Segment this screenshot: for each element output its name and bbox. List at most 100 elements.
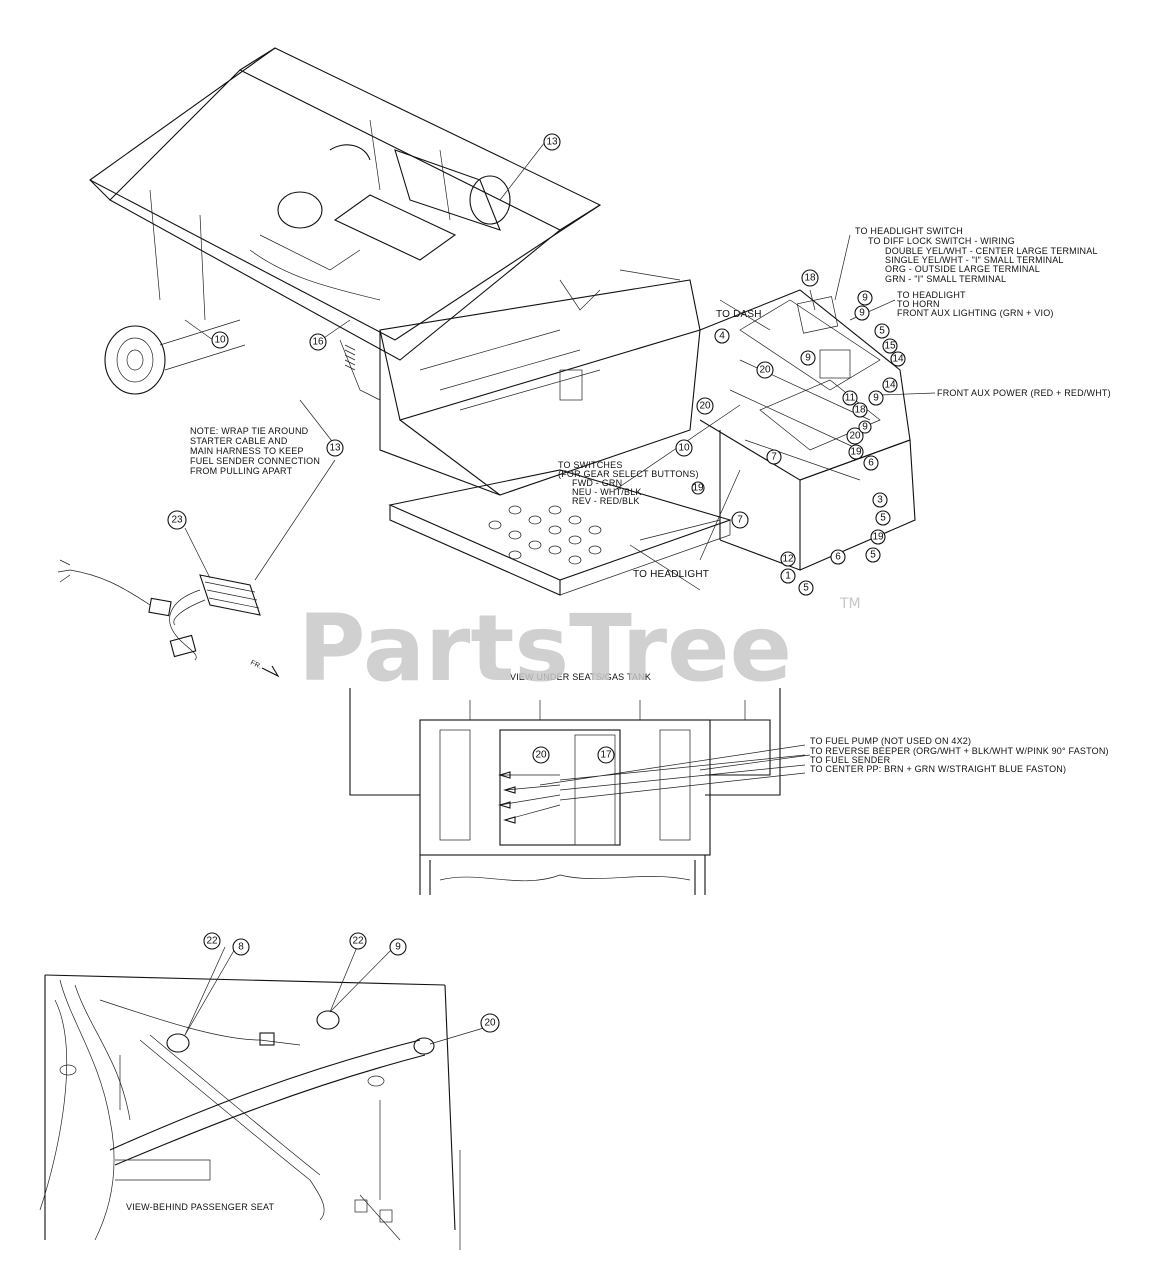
- svg-text:20: 20: [849, 431, 861, 442]
- label-to-switches: TO SWITCHES: [558, 460, 623, 470]
- callout-6b: 6: [830, 549, 846, 565]
- note-line-4: FUEL SENDER CONNECTION: [190, 456, 320, 466]
- callout-18a: 18: [801, 269, 819, 287]
- svg-text:5: 5: [803, 583, 809, 594]
- label-org: ORG - OUTSIDE LARGE TERMINAL: [885, 264, 1040, 274]
- callout-1: 1: [780, 568, 796, 584]
- callout-19c: 19: [691, 481, 705, 495]
- callout-20b: 20: [696, 397, 714, 415]
- callout-20d: 20: [532, 746, 550, 764]
- svg-text:5: 5: [879, 326, 885, 337]
- svg-text:14: 14: [892, 354, 904, 365]
- label-double-yel: DOUBLE YEL/WHT - CENTER LARGE TERMINAL: [885, 246, 1098, 256]
- callout-19a: 19: [848, 444, 864, 460]
- callout-5a: 5: [874, 323, 890, 339]
- label-front-aux-lighting: FRONT AUX LIGHTING (GRN + VIO): [897, 308, 1054, 318]
- svg-text:20: 20: [759, 365, 771, 376]
- label-reverse-beeper: TO REVERSE BEEPER (ORG/WHT + BLK/WHT W/P…: [810, 746, 1109, 756]
- callout-14a: 14: [890, 351, 906, 367]
- svg-text:19: 19: [692, 483, 704, 494]
- label-rev: REV - RED/BLK: [572, 496, 640, 506]
- svg-text:18: 18: [804, 273, 816, 284]
- callout-22b: 22: [349, 932, 367, 950]
- callout-15: 15: [882, 338, 898, 354]
- callout-9d: 9: [868, 390, 884, 406]
- label-to-headlight-top: TO HEADLIGHT: [897, 290, 966, 300]
- label-center-pp: TO CENTER PP: BRN + GRN W/STRAIGHT BLUE …: [810, 764, 1066, 774]
- svg-text:19: 19: [872, 532, 884, 543]
- callout-23: 23: [167, 510, 187, 530]
- note-line-2: STARTER CABLE AND: [190, 436, 288, 446]
- svg-text:11: 11: [845, 393, 856, 404]
- callout-9f: 9: [389, 938, 407, 956]
- svg-text:8: 8: [238, 942, 244, 953]
- svg-text:9: 9: [395, 942, 401, 953]
- svg-text:9: 9: [873, 393, 879, 404]
- callout-9b: 9: [854, 305, 870, 321]
- svg-text:17: 17: [600, 750, 612, 761]
- label-to-dash: TO DASH: [716, 309, 762, 320]
- leader-lines: [184, 141, 936, 1045]
- label-headlight-switch: TO HEADLIGHT SWITCH: [855, 226, 963, 236]
- callout-20e: 20: [480, 1013, 500, 1033]
- svg-text:19: 19: [850, 447, 862, 458]
- svg-text:16: 16: [312, 337, 324, 348]
- svg-text:13: 13: [329, 443, 341, 454]
- label-to-headlight-bottom: TO HEADLIGHT: [633, 569, 709, 580]
- callout-5b: 5: [875, 510, 891, 526]
- svg-text:22: 22: [352, 936, 364, 947]
- voltage-regulator-drawing: [57, 559, 280, 678]
- label-single-yel: SINGLE YEL/WHT - "I" SMALL TERMINAL: [885, 255, 1064, 265]
- view-behind-seat-drawing: [39, 974, 461, 1250]
- svg-text:22: 22: [206, 936, 218, 947]
- svg-text:20: 20: [699, 401, 711, 412]
- watermark-text: PartsTree: [298, 595, 792, 702]
- svg-text:18: 18: [854, 405, 866, 416]
- callout-9e: 9: [858, 420, 872, 434]
- svg-text:9: 9: [862, 422, 868, 433]
- callout-17: 17: [597, 746, 615, 764]
- svg-text:7: 7: [737, 515, 743, 526]
- note-line-5: FROM PULLING APART: [190, 466, 293, 476]
- label-view-behind-seat: VIEW-BEHIND PASSENGER SEAT: [126, 1202, 275, 1212]
- svg-text:14: 14: [884, 380, 896, 391]
- svg-text:6: 6: [868, 458, 874, 469]
- svg-text:10: 10: [214, 335, 226, 346]
- svg-text:5: 5: [870, 550, 876, 561]
- vehicle-frame-drawing: [89, 47, 916, 596]
- svg-text:9: 9: [805, 353, 811, 364]
- callout-7a: 7: [766, 449, 782, 465]
- svg-text:13: 13: [546, 137, 558, 148]
- callout-22a: 22: [203, 932, 221, 950]
- view-under-seats-drawing: [349, 688, 806, 895]
- callout-12: 12: [780, 551, 796, 567]
- svg-text:1: 1: [785, 571, 791, 582]
- svg-text:9: 9: [862, 293, 868, 304]
- callout-7b: 7: [731, 511, 749, 529]
- callout-5d: 5: [798, 580, 814, 596]
- svg-text:10: 10: [678, 443, 690, 454]
- callout-9c: 9: [800, 350, 816, 366]
- note-line-3: MAIN HARNESS TO KEEP: [190, 446, 304, 456]
- callout-19b: 19: [870, 529, 886, 545]
- svg-text:20: 20: [535, 750, 547, 761]
- callout-13a: 13: [543, 133, 561, 151]
- label-gear-select: (FOR GEAR SELECT BUTTONS): [558, 469, 699, 479]
- callout-20a: 20: [756, 361, 774, 379]
- callout-3: 3: [872, 492, 888, 508]
- label-diff-lock: TO DIFF LOCK SWITCH - WIRING: [868, 236, 1015, 246]
- label-view-under-seats: VIEW UNDER SEATS/GAS TANK: [510, 672, 651, 682]
- partstree-watermark: PartsTree TM: [298, 595, 861, 702]
- label-to-horn: TO HORN: [897, 299, 940, 309]
- callout-13b: 13: [326, 439, 344, 457]
- svg-text:15: 15: [884, 341, 896, 352]
- callout-10: 10: [211, 331, 229, 349]
- note-line-1: NOTE: WRAP TIE AROUND: [190, 426, 309, 436]
- callout-4: 4: [714, 328, 730, 344]
- svg-text:3: 3: [877, 495, 883, 506]
- callout-11: 11: [842, 390, 858, 406]
- callout-bubbles: 13 10 16 13 23 18 9 9 4 5 15 14 20 9 14 …: [167, 133, 906, 1033]
- label-front-aux-power: FRONT AUX POWER (RED + RED/WHT): [937, 388, 1111, 398]
- callout-10b: 10: [675, 439, 693, 457]
